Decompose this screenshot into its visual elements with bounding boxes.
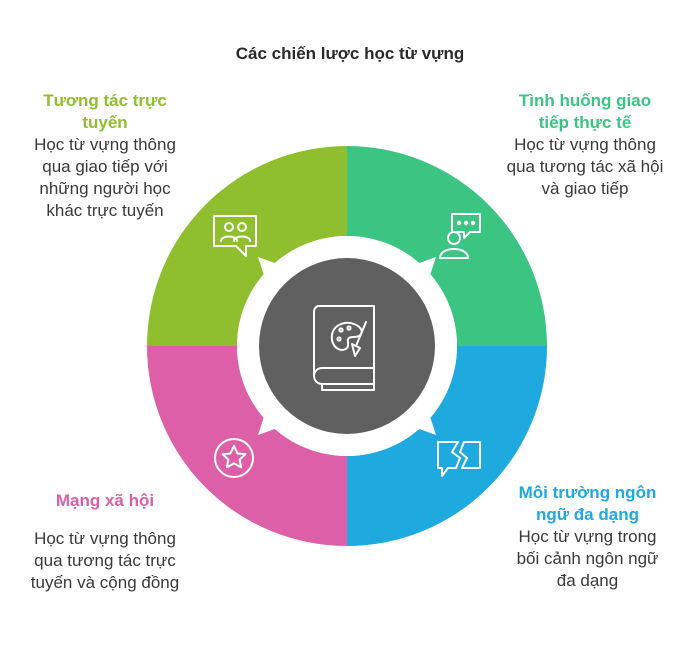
broken-speech-icon — [437, 441, 481, 477]
segment-top-right-heading: Tình huống giao tiếp thực tế — [518, 91, 652, 132]
book-palette-icon — [313, 305, 375, 391]
segment-bottom-right-desc: Học từ vựng trong bối cảnh ngôn ngữ đa d… — [516, 527, 659, 590]
segment-top-right-text: Tình huống giao tiếp thực tế Học từ vựng… — [505, 90, 665, 200]
segment-bottom-left[interactable] — [147, 346, 347, 546]
segment-bottom-left-heading: Mạng xã hội — [55, 491, 155, 510]
diagram-title: Các chiến lược học từ vựng — [235, 44, 465, 63]
segment-bottom-left-desc: Học từ vựng thông qua tương tác trực tuy… — [30, 529, 180, 592]
segment-bottom-right-text: Môi trường ngôn ngữ đa dạng Học từ vựng … — [505, 482, 670, 592]
segment-top-right[interactable] — [347, 146, 547, 346]
segment-bottom-right[interactable] — [347, 346, 547, 546]
group-chat-icon — [213, 215, 257, 257]
star-circle-icon — [214, 438, 254, 478]
segment-top-left-text: Tương tác trực tuyến Học từ vựng thông q… — [30, 90, 180, 222]
segment-top-left-desc: Học từ vựng thông qua giao tiếp với nhữn… — [34, 135, 176, 220]
segment-top-left-heading: Tương tác trực tuyến — [43, 91, 167, 132]
person-speech-icon — [439, 213, 481, 259]
segment-bottom-left-text: Mạng xã hội Học từ vựng thông qua tương … — [25, 490, 185, 594]
segment-top-right-desc: Học từ vựng thông qua tương tác xã hội v… — [506, 135, 664, 198]
segment-bottom-right-heading: Môi trường ngôn ngữ đa dạng — [518, 483, 657, 524]
